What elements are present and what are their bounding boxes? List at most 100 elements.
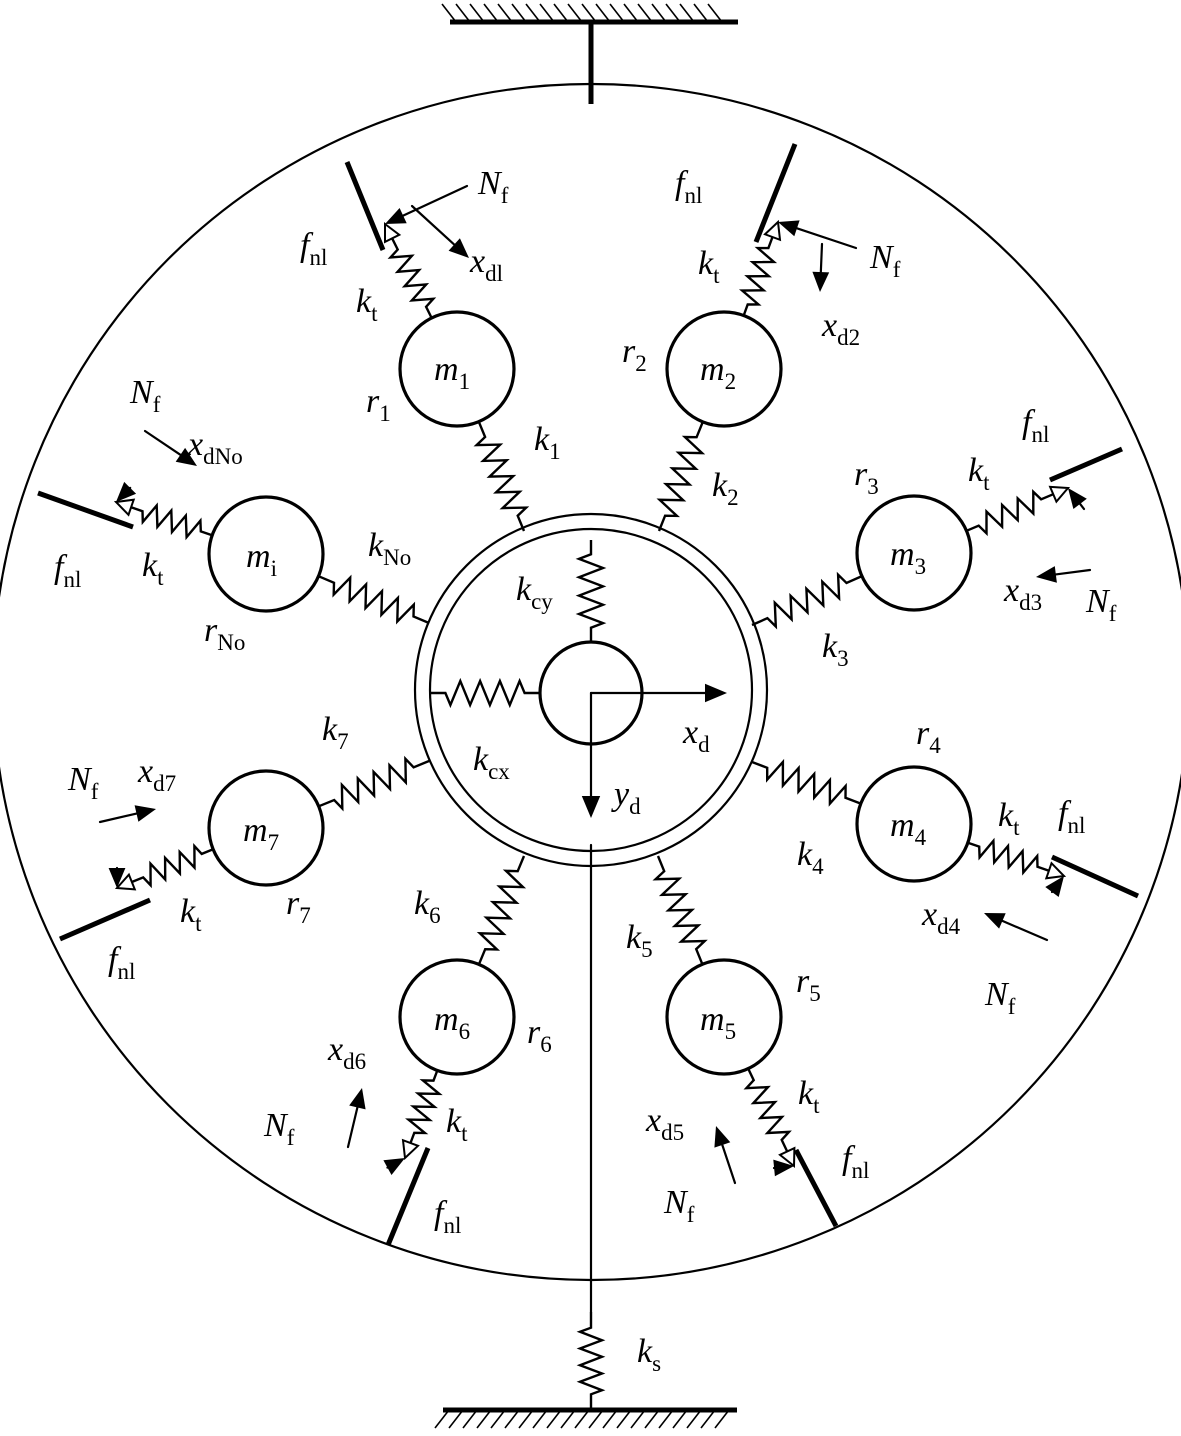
nf-label-2: Nf <box>869 239 901 282</box>
xd5: xd5 <box>645 1102 684 1145</box>
r4-subscript: 4 <box>929 733 941 758</box>
kcx-symbol: k <box>473 741 489 778</box>
nf-label-5: Nf <box>663 1184 695 1227</box>
rub-wall-4 <box>1050 854 1140 899</box>
bottom-ground-hatch <box>686 1409 702 1429</box>
fnl-label-5: fnl <box>842 1140 869 1183</box>
ks-label: ks <box>637 1333 661 1376</box>
mass-4 <box>855 765 973 883</box>
top-ground-hatch <box>665 3 681 23</box>
nf-arrow-5-head <box>773 1159 794 1177</box>
kt-label-7: kt <box>180 893 202 936</box>
coupling-spring-7 <box>318 755 430 812</box>
r1-symbol: r <box>366 383 380 420</box>
m5-symbol: m <box>700 1001 725 1038</box>
bottom-ground-hatch <box>532 1409 548 1429</box>
fnl-label-6: fnl <box>434 1195 461 1238</box>
k1: k1 <box>534 421 561 464</box>
yd-arrow-head <box>581 796 601 818</box>
fnl-label-1: fnl <box>300 227 327 270</box>
m1: m1 <box>434 351 470 394</box>
xd-arrow-4-head <box>984 913 1006 929</box>
contact-element-3 <box>1048 485 1071 504</box>
xd1-subscript: dl <box>485 261 503 286</box>
ks-label-symbol: k <box>637 1333 653 1370</box>
m7: m7 <box>243 812 279 855</box>
kcy-spring <box>575 540 607 642</box>
fnl-label-7-subscript: nl <box>117 959 135 984</box>
ks-spring <box>576 1312 606 1410</box>
top-ground-hatch <box>483 3 499 23</box>
mi: mi <box>246 538 277 581</box>
nf-arrow-3-shaft <box>1079 502 1086 511</box>
mass-2 <box>665 310 783 428</box>
m6-subscript: 6 <box>459 1019 471 1044</box>
r4: r4 <box>916 715 941 758</box>
nf-label-7: Nf <box>67 761 99 804</box>
r4-symbol: r <box>916 715 930 752</box>
m3: m3 <box>890 536 926 579</box>
m6-symbol: m <box>434 1001 459 1038</box>
m5: m5 <box>700 1001 736 1044</box>
top-ground-hatch <box>693 3 709 23</box>
kt-label-5-symbol: k <box>798 1075 814 1112</box>
kt-label-5: kt <box>798 1075 820 1118</box>
bottom-ground-hatch <box>476 1409 492 1429</box>
top-ground-hatch <box>553 3 569 23</box>
m4-symbol: m <box>890 807 915 844</box>
coupling-spring-1 <box>473 421 530 532</box>
nf-label-3-symbol: N <box>1085 583 1111 620</box>
rub-wall-7 <box>59 897 151 942</box>
r5-symbol: r <box>796 963 810 1000</box>
k7-subscript: 7 <box>337 729 349 754</box>
mass-5 <box>665 958 783 1076</box>
contact-element-2 <box>763 219 782 242</box>
nf-label-3-subscript: f <box>1109 601 1117 626</box>
top-ground-hatch <box>707 3 723 23</box>
kt-label-5-subscript: t <box>813 1093 820 1118</box>
xd6-symbol: x <box>327 1031 343 1068</box>
xdNo: xdNo <box>187 426 243 469</box>
xd-label-subscript: d <box>698 732 710 757</box>
contact-element-5 <box>778 1146 796 1169</box>
r7: r7 <box>286 885 311 928</box>
xd3-subscript: d3 <box>1019 590 1042 615</box>
xd-arrow-7-shaft <box>98 812 138 824</box>
xd-arrow-i-shaft <box>143 429 182 456</box>
bottom-ground-hatch <box>672 1409 688 1429</box>
nf-label-1-symbol: N <box>477 165 503 202</box>
xd-arrow-1-head <box>448 238 469 258</box>
kcy-symbol: k <box>516 571 532 608</box>
r1: r1 <box>366 383 391 426</box>
nf-arrow-1-shaft <box>402 184 469 217</box>
kt-label-2: kt <box>698 245 720 288</box>
xd-arrow-5-head <box>714 1126 731 1148</box>
nf-label-7-symbol: N <box>67 761 93 798</box>
kt-label-4: kt <box>998 797 1020 840</box>
contact-element-6 <box>401 1138 420 1161</box>
xd4-symbol: x <box>921 896 937 933</box>
rNo-subscript: No <box>217 630 245 655</box>
xd1-symbol: x <box>469 243 485 280</box>
nf-label-2-subscript: f <box>893 257 901 282</box>
yd-label-symbol: y <box>611 776 630 813</box>
bottom-ground-hatch <box>434 1409 450 1429</box>
rub-wall-i <box>37 490 134 530</box>
nf-arrow-2-shaft <box>795 227 858 250</box>
k5-subscript: 5 <box>641 937 653 962</box>
kNo-subscript: No <box>383 545 411 570</box>
m7-symbol: m <box>243 812 268 849</box>
bottom-ground-hatch <box>574 1409 590 1429</box>
xd4: xd4 <box>921 896 961 939</box>
kt-label-3-symbol: k <box>968 452 984 489</box>
hub-outer-circle <box>413 512 769 868</box>
nf-label-6: Nf <box>263 1107 295 1150</box>
k2-subscript: 2 <box>727 485 739 510</box>
xd-label: xd <box>682 714 710 757</box>
xd-arrow-2-shaft <box>819 242 824 274</box>
kt-label-7-subscript: t <box>195 911 202 936</box>
r6-symbol: r <box>527 1014 541 1051</box>
kt-spring-6 <box>405 1070 443 1144</box>
bottom-ground-hatch <box>602 1409 618 1429</box>
